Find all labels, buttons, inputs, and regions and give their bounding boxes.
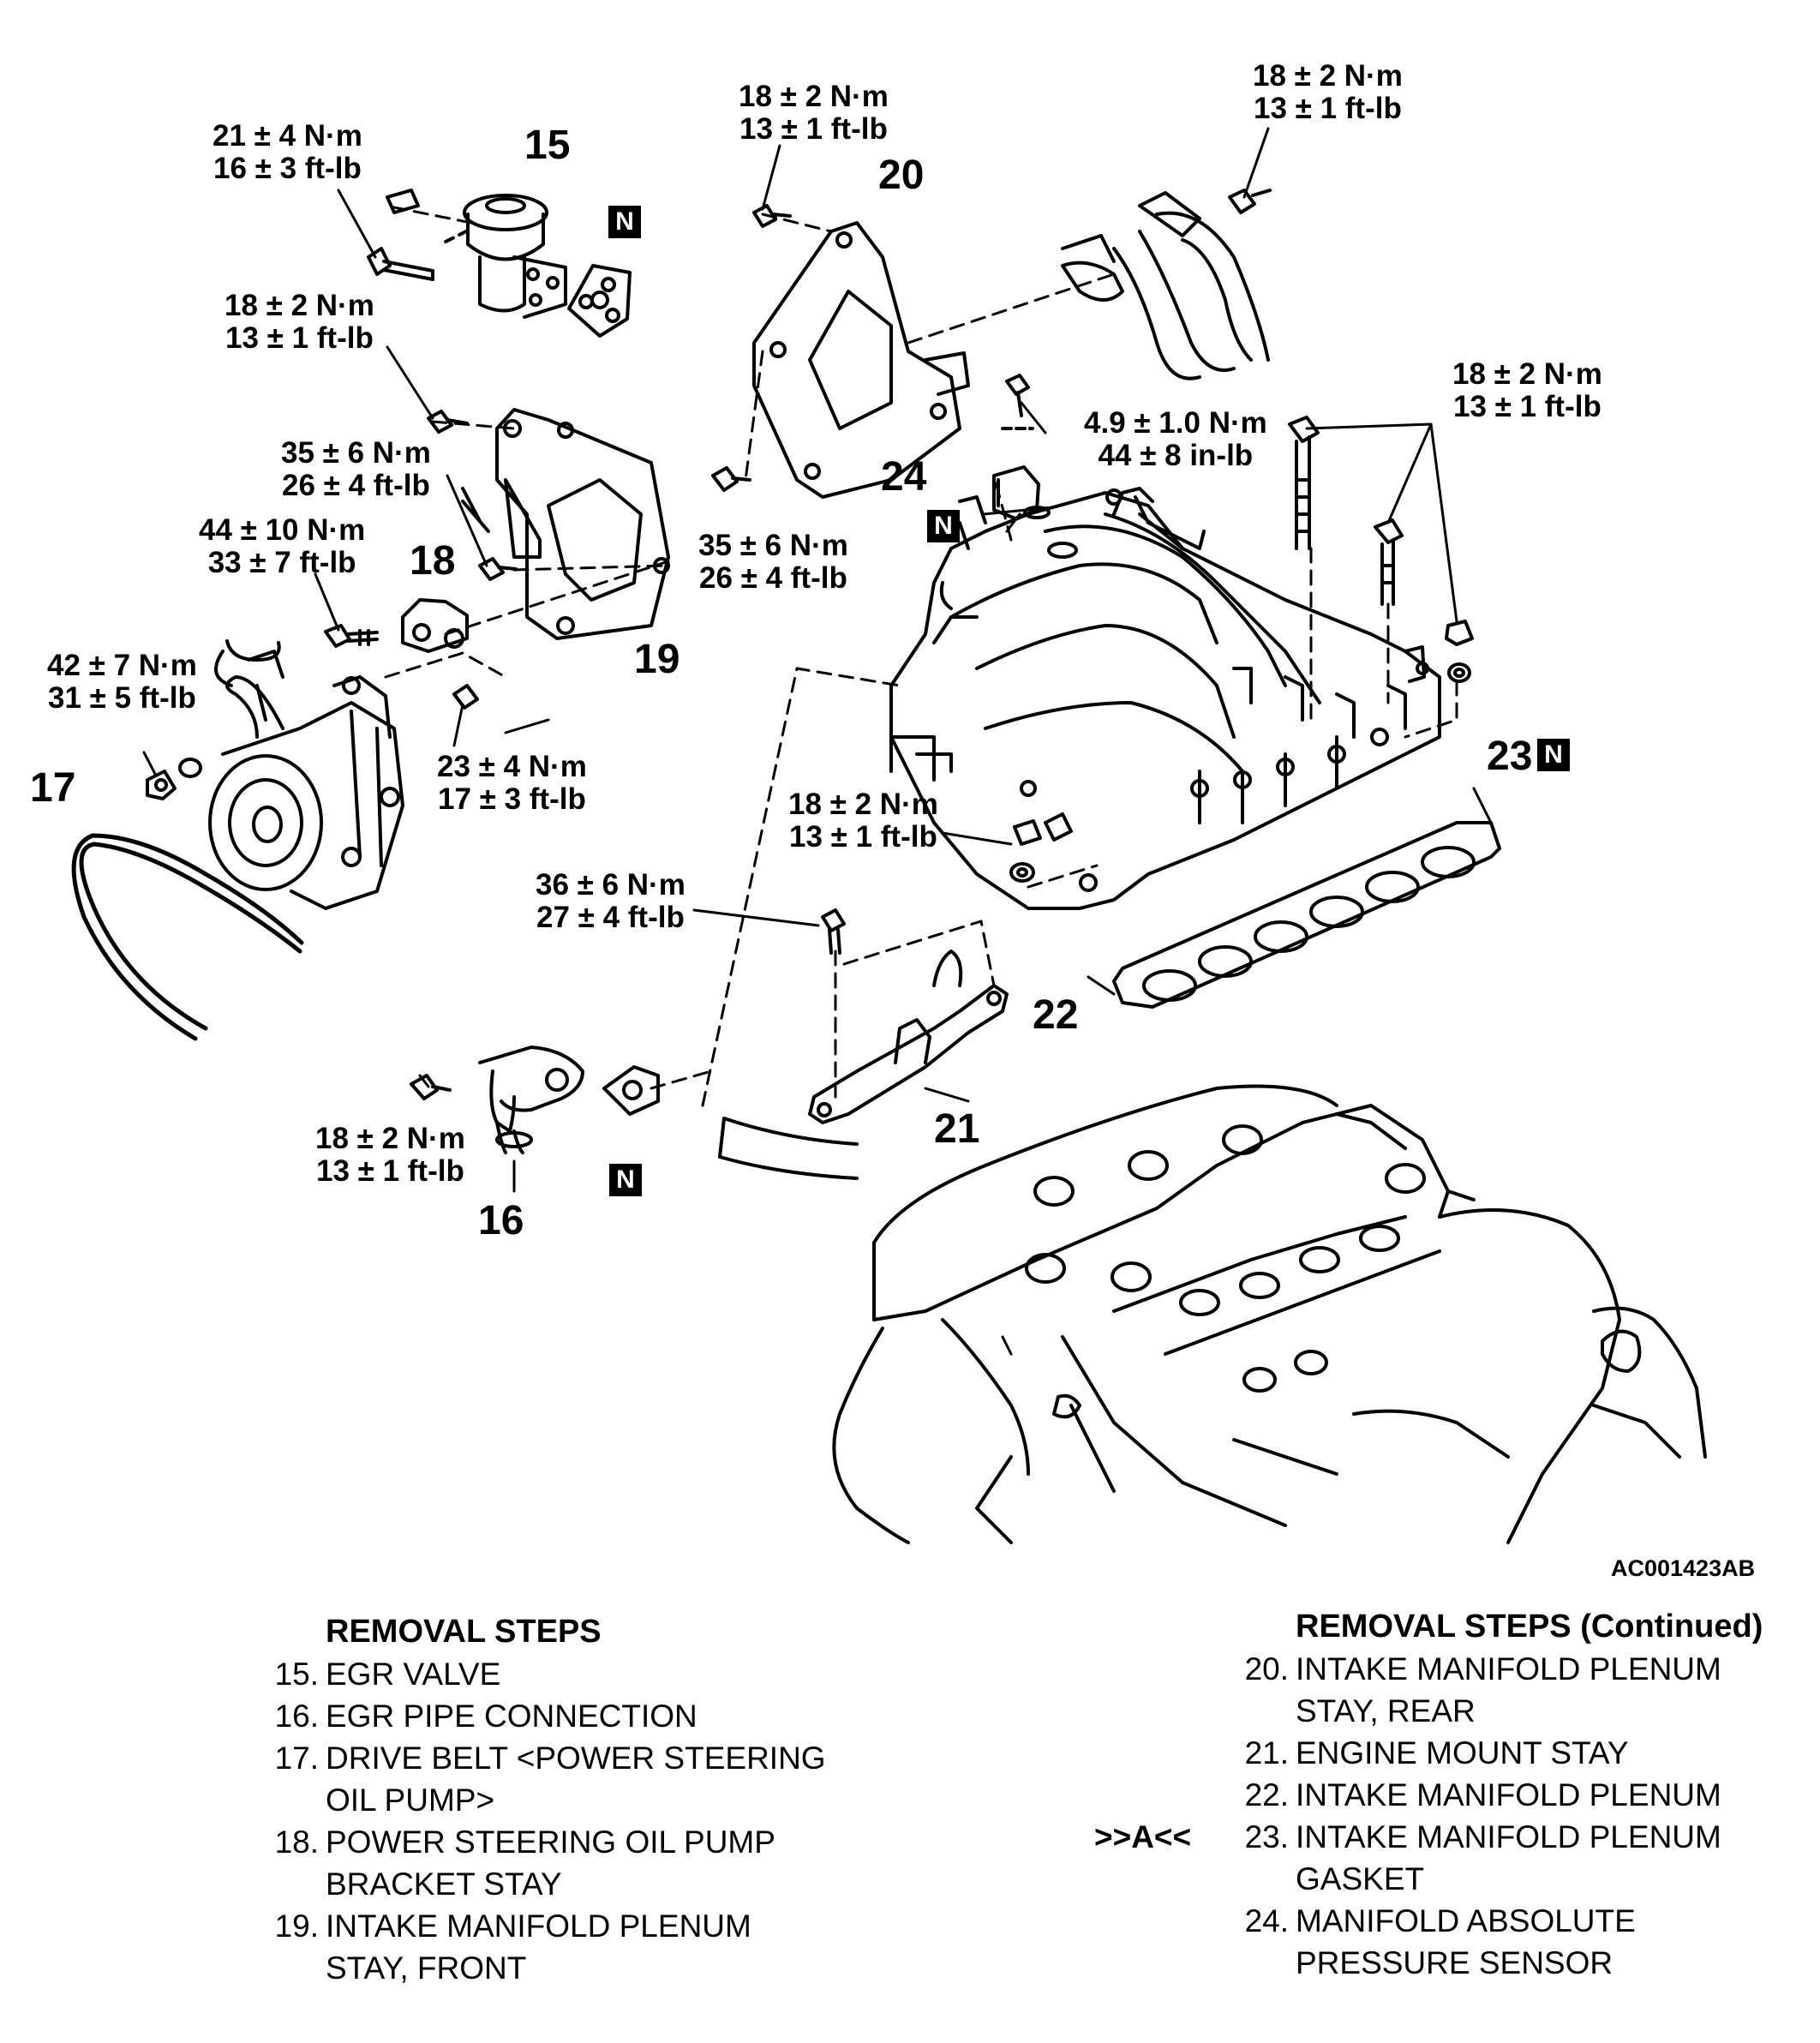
power-steering-pump [208, 639, 404, 910]
callout-15: 15 [524, 123, 571, 168]
step-number: 23. [1244, 1819, 1289, 1854]
step-number: 22. [1244, 1777, 1289, 1812]
new-part-badge-egr-gasket: N [608, 206, 641, 238]
step-text-line: EGR VALVE [326, 1657, 501, 1692]
callout-23: 23 [1487, 734, 1533, 779]
plenum-fasteners [1009, 416, 1474, 883]
removal-step: 15.EGR VALVE [275, 1653, 826, 1695]
removal-step: 23. >>A<< INTAKE MANIFOLD PLENUM GASKET [1094, 1816, 1763, 1900]
step-text-line: INTAKE MANIFOLD PLENUM [326, 1908, 751, 1944]
egr-valve [386, 189, 567, 319]
removal-step: 19.INTAKE MANIFOLD PLENUM STAY, FRONT [275, 1905, 826, 1989]
engine-mount-stay [808, 908, 1009, 1124]
plenum-stay-rear [711, 204, 970, 499]
step-text-line: DRIVE BELT <POWER STEERING [326, 1740, 826, 1776]
step-text-line: MANIFOLD ABSOLUTE [1296, 1903, 1636, 1938]
step-text-line: INTAKE MANIFOLD PLENUM [1296, 1777, 1721, 1812]
step-text-line: INTAKE MANIFOLD PLENUM [1296, 1651, 1721, 1687]
intake-manifold-plenum [889, 487, 1441, 910]
egr-pipe [410, 1045, 584, 1154]
stay-front-bolts [427, 410, 518, 581]
step-text-line: OIL PUMP> [326, 1782, 495, 1818]
step-number: 20. [1244, 1651, 1289, 1687]
step-text-line: INTAKE MANIFOLD PLENUM [1296, 1819, 1721, 1854]
map-sensor [992, 374, 1051, 520]
callout-20: 20 [878, 153, 925, 198]
cylinder-head-assembly [832, 1084, 1707, 1544]
step-number: 24. [1244, 1903, 1289, 1938]
egr-gasket [567, 264, 632, 338]
exploded-view-diagram [71, 127, 1707, 1544]
step-text-line: ENGINE MOUNT STAY [1296, 1735, 1629, 1770]
removal-step: 16.EGR PIPE CONNECTION [275, 1695, 826, 1737]
plenum-gasket [1112, 821, 1501, 1009]
hose-assembly [1061, 189, 1272, 380]
callout-22: 22 [1033, 992, 1079, 1038]
pump-nuts [146, 684, 479, 800]
callout-24: 24 [881, 454, 927, 500]
dashed-guides [384, 204, 1458, 1107]
step-number: 16. [274, 1699, 319, 1734]
step-text-line: EGR PIPE CONNECTION [326, 1699, 697, 1734]
step-number: 15. [274, 1657, 319, 1692]
removal-steps-title: REMOVAL STEPS [326, 1614, 602, 1650]
step-number: 17. [274, 1740, 319, 1776]
step-number: 18. [274, 1824, 319, 1860]
removal-step: 24.MANIFOLD ABSOLUTE PRESSURE SENSOR [1245, 1900, 1763, 1984]
egr-pipe-gasket [602, 1065, 660, 1116]
removal-step: 22.INTAKE MANIFOLD PLENUM [1245, 1774, 1763, 1816]
callout-21: 21 [934, 1106, 980, 1152]
new-part-badge-map-seal: N [927, 510, 960, 542]
plenum-stay-front [495, 408, 670, 640]
removal-steps-continued-title: REMOVAL STEPS (Continued) [1296, 1609, 1763, 1645]
callout-16: 16 [478, 1198, 524, 1243]
egr-bolt [367, 247, 434, 281]
figure-code: AC001423AB [1611, 1555, 1756, 1581]
callout-18: 18 [410, 538, 456, 584]
step-text-line: PRESSURE SENSOR [1296, 1945, 1613, 1980]
step-number: 19. [274, 1908, 319, 1944]
hose-fragment [718, 1117, 859, 1180]
step-text-line: STAY, FRONT [326, 1950, 527, 1986]
step-number: 21. [1244, 1735, 1289, 1770]
step-text-line: BRACKET STAY [326, 1866, 562, 1902]
drive-belt [71, 833, 304, 1041]
removal-step: 20.INTAKE MANIFOLD PLENUM STAY, REAR [1245, 1648, 1763, 1732]
step-text-line: STAY, REAR [1296, 1693, 1476, 1728]
removal-step: 21.ENGINE MOUNT STAY [1245, 1732, 1763, 1774]
pump-bracket-stay [324, 598, 469, 653]
new-part-badge-plenum-gasket: N [1537, 739, 1570, 771]
step-text-line: POWER STEERING OIL PUMP [326, 1824, 775, 1860]
removal-step: 17.DRIVE BELT <POWER STEERING OIL PUMP> [275, 1737, 826, 1821]
removal-steps-continued: REMOVAL STEPS (Continued) 20.INTAKE MANI… [1094, 1606, 1763, 1984]
callout-17: 17 [30, 765, 76, 811]
new-part-badge-egr-pipe-gasket: N [609, 1164, 642, 1196]
removal-step: 18.POWER STEERING OIL PUMP BRACKET STAY [275, 1821, 826, 1905]
step-text-line: GASKET [1296, 1861, 1425, 1896]
callout-19: 19 [634, 637, 680, 682]
step-marker: >>A<< [1094, 1819, 1192, 1854]
